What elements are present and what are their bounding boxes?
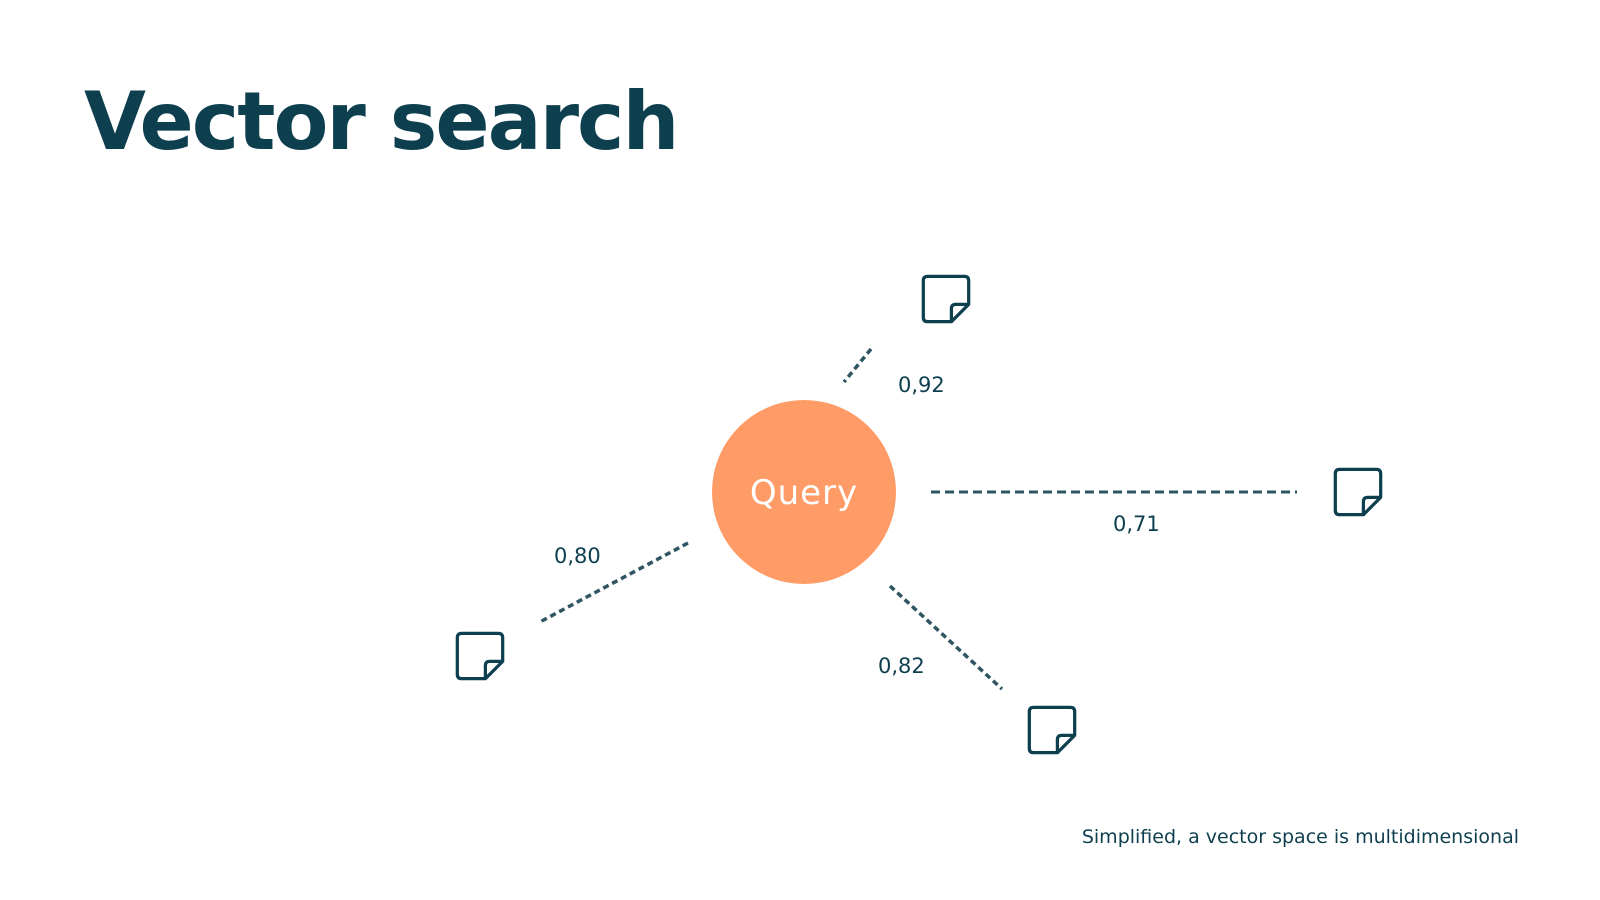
sticky-note-icon — [1027, 705, 1077, 755]
connector-line-left — [537, 541, 689, 625]
connector-line-bottom-right — [888, 584, 1004, 691]
similarity-score-top: 0,92 — [898, 373, 945, 397]
document-icon-bottom-right — [1027, 705, 1077, 755]
document-icon-top — [921, 274, 971, 324]
footnote: Simplified, a vector space is multidimen… — [1081, 826, 1519, 848]
query-label: Query — [750, 473, 858, 513]
document-icon-right — [1333, 467, 1383, 517]
document-icon-left — [455, 631, 505, 681]
sticky-note-icon — [455, 631, 505, 681]
sticky-note-icon — [1333, 467, 1383, 517]
slide-title: Vector search — [84, 75, 679, 168]
connector-line-top — [842, 347, 873, 384]
sticky-note-icon — [921, 274, 971, 324]
similarity-score-right: 0,71 — [1113, 512, 1160, 536]
similarity-score-left: 0,80 — [554, 544, 601, 568]
similarity-score-bottom-right: 0,82 — [878, 654, 925, 678]
query-node — [712, 400, 896, 584]
